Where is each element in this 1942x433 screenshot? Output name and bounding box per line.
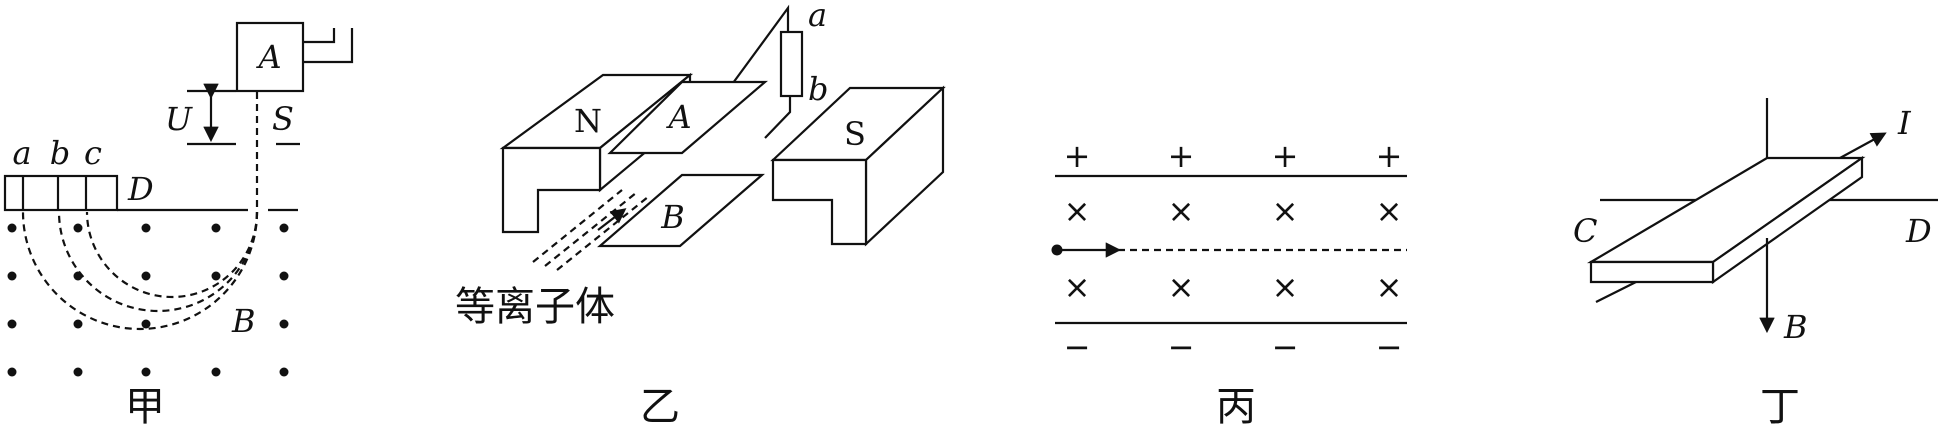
figure-yi: a b N A B 等离子体 S 乙 [455,0,946,430]
cross-8: × [1376,268,1403,306]
plasma-line-2 [544,192,637,267]
south-label: S [844,115,866,153]
caption-jia: 甲 [125,384,165,430]
cd-axis-front [1595,279,1641,303]
cross-4: × [1376,192,1403,230]
cross-3: × [1272,192,1299,230]
figure-ding: B I C D 丁 [1573,98,1938,430]
caption-yi: 乙 [640,384,680,430]
figure-bing: + + + + × × × × × × × × − − − − 丙 [1051,137,1407,430]
resistor [779,30,804,98]
voltage-label: U [165,100,193,138]
slit-label: S [272,100,294,138]
caption-bing: 丙 [1216,384,1256,430]
field-dots [7,223,289,377]
field-b-label: B [1783,308,1808,346]
plate-b-label: B [660,198,685,236]
plus-3: + [1272,137,1299,175]
trajectory-a [21,211,259,331]
plasma-line-3 [556,196,649,271]
minus-1: − [1064,328,1091,366]
plate-b [597,173,765,248]
minus-2: − [1168,328,1195,366]
plus-2: + [1168,137,1195,175]
pipe-outer [303,28,336,44]
terminal-a-label: a [808,0,827,34]
minus-4: − [1376,328,1403,366]
current-arrow [1839,132,1887,159]
south-magnet-front [771,158,868,246]
point-label-b: b [50,134,70,172]
hall-slab-top [1586,156,1866,264]
side-d-label: D [1905,212,1932,250]
hall-slab-front [1589,260,1715,284]
plasma-arrow [597,208,627,231]
side-c-label: C [1573,212,1597,250]
lead-bottom [764,96,792,139]
pipe-inner [303,28,354,64]
box-a-label: A [255,38,281,76]
cross-7: × [1272,268,1299,306]
cross-1: × [1064,192,1091,230]
plate-a [607,80,768,155]
terminal-b-label: b [808,70,828,108]
point-label-c: c [84,134,102,172]
plate-label: D [127,170,154,208]
plus-4: + [1376,137,1403,175]
cross-5: × [1064,268,1091,306]
lead-top [721,4,790,99]
figure-jia: A U S D a b c [3,21,354,430]
current-label: I [1897,104,1912,142]
north-label: N [574,102,602,140]
plate-a-label: A [665,98,691,136]
plasma-line-1 [532,189,623,263]
point-label-a: a [12,134,31,172]
trajectory-c [85,211,259,299]
film-plate [3,174,119,212]
trajectory-b [57,211,259,313]
minus-3: − [1272,328,1299,366]
box-a [235,21,305,93]
plus-1: + [1064,137,1091,175]
north-magnet-front [501,146,602,234]
cross-6: × [1168,268,1195,306]
caption-ding: 丁 [1760,384,1800,430]
plasma-label: 等离子体 [455,284,615,330]
cross-2: × [1168,192,1195,230]
field-label: B [231,302,256,340]
